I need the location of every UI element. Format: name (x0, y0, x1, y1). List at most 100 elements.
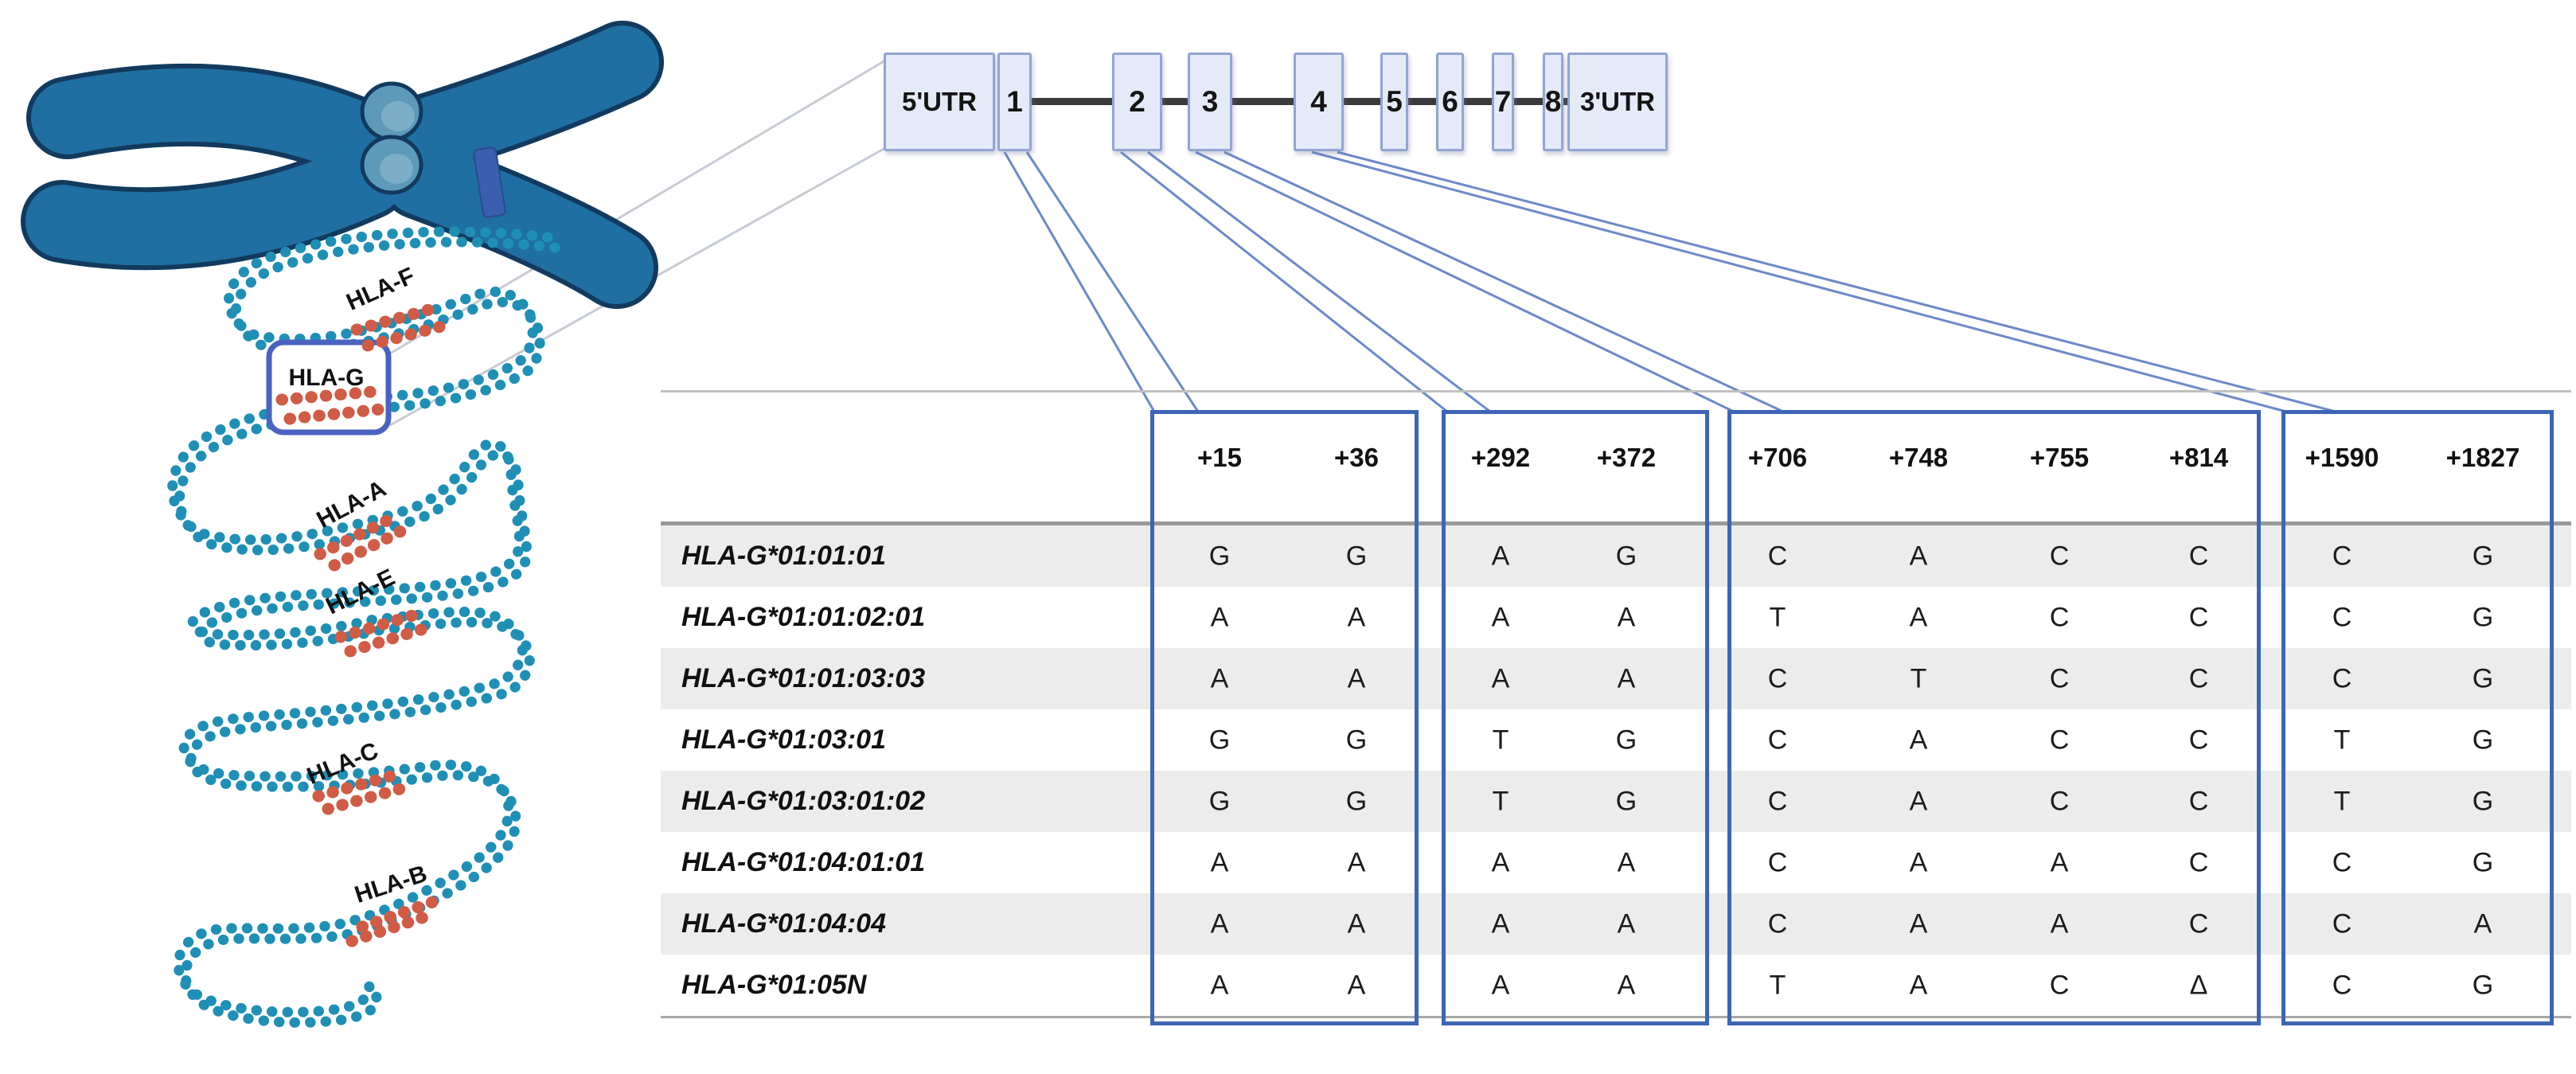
chromosome-arm-upper-right (384, 25, 659, 174)
gene-map: 5'UTR 1 2 3 4 5 6 7 8 3'UTR (884, 53, 1672, 151)
nucleotide-cell: C (2188, 541, 2209, 571)
nucleotide-cell: T (2333, 786, 2351, 816)
nucleotide-cell: C (2049, 724, 2070, 755)
nucleotide-cell: G (2472, 541, 2494, 571)
chromosome (21, 21, 664, 309)
hla-b-red-beads-row2 (345, 908, 440, 947)
nucleotide-cell: A (1347, 847, 1366, 877)
nucleotide-cell: C (2188, 786, 2209, 816)
nucleotide-cell: A (1210, 847, 1229, 877)
nucleotide-cell: A (1210, 602, 1229, 632)
nucleotide-cell: G (2472, 724, 2494, 755)
position-label: +1827 (2445, 443, 2520, 472)
nucleotide-cell: A (1909, 847, 1928, 877)
table-top-rule (661, 390, 2571, 392)
nucleotide-cell: C (2049, 541, 2070, 571)
nucleotide-cell: G (2472, 663, 2494, 693)
nucleotide-cell: A (1909, 602, 1928, 632)
nucleotide-cell: A (1347, 970, 1366, 1000)
connector-exon1-b (1025, 151, 1200, 412)
chromosome-arm-lower-right (384, 142, 654, 304)
hla-e-red-beads-row2 (344, 623, 430, 658)
hla-a-red-beads (314, 511, 400, 560)
chromosome-band (473, 146, 506, 218)
connector-exon2-a (1120, 150, 1448, 413)
hla-g-red-beads-row2 (283, 403, 387, 425)
nucleotide-cell: C (2332, 908, 2352, 939)
nucleotide-cell: A (1909, 908, 1928, 939)
nucleotide-cell: A (2473, 908, 2492, 939)
connector-exon3-b (1224, 150, 1784, 413)
chromosome-arm-upper-left (31, 68, 404, 180)
centromere-highlight-lower (380, 154, 413, 184)
hla-g-label: HLA-G (289, 365, 365, 391)
hla-a-red-beads-row2 (328, 522, 412, 572)
position-label: +15 (1197, 443, 1242, 472)
table-bottom-rule (661, 1016, 2571, 1018)
exon-box-2: 2 (1112, 53, 1162, 151)
hla-f-label: HLA-F (342, 263, 419, 316)
nucleotide-cell: G (1615, 724, 1637, 755)
nucleotide-cell: G (1345, 786, 1368, 816)
allele-name: HLA-G*01:03:01:02 (681, 786, 926, 816)
hla-e-label: HLA-E (322, 564, 399, 620)
nucleotide-cell: A (1617, 970, 1636, 1000)
nucleotide-cell: C (1767, 541, 1788, 571)
nucleotide-cell: A (1909, 724, 1928, 755)
nucleotide-cell: A (1347, 663, 1366, 693)
nucleotide-cell: A (2050, 847, 2069, 877)
connector-exon4-a (1311, 150, 2287, 413)
exon-label: 4 (1310, 85, 1327, 118)
nucleotide-cell: G (1615, 541, 1637, 571)
nucleotide-cell: G (2472, 847, 2494, 877)
nucleotide-cell: C (1767, 908, 1788, 939)
table-header-rule (661, 521, 2571, 525)
allele-row: HLA-G*01:04:04 A A A A C A A C C A (661, 893, 2571, 955)
nucleotide-cell: C (1767, 724, 1788, 755)
position-label: +814 (2168, 443, 2229, 472)
allele-row: HLA-G*01:01:02:01 A A A A T A C C C G (661, 587, 2571, 648)
exon-label: 5 (1386, 85, 1403, 118)
nucleotide-cell: T (1492, 724, 1509, 755)
nucleotide-cell: C (1767, 847, 1788, 877)
exon-connector-lines (1003, 150, 2336, 413)
nucleotide-cell: C (2049, 786, 2070, 816)
table-header-row: +15 +36 +292 +372 +706 +748 +755 +814 +1… (661, 392, 2571, 521)
nucleotide-cell: T (1769, 602, 1786, 632)
variant-table: +15 +36 +292 +372 +706 +748 +755 +814 +1… (661, 390, 2571, 1025)
position-label: +755 (2029, 443, 2090, 472)
nucleotide-cell: T (1492, 786, 1509, 816)
allele-row: HLA-G*01:04:01:01 A A A A C A A C C G (661, 832, 2571, 893)
nucleotide-cell: A (2050, 908, 2069, 939)
exon-box-7: 7 (1492, 53, 1514, 151)
nucleotide-cell: A (1210, 908, 1229, 939)
exon-box-1: 1 (997, 53, 1032, 151)
exon-box-5: 5 (1380, 53, 1408, 151)
allele-row: HLA-G*01:01:01 G G A G C A C C C G (661, 525, 2571, 587)
nucleotide-cell: T (2333, 724, 2351, 755)
nucleotide-cell: C (1767, 663, 1788, 693)
nucleotide-cell: C (2188, 908, 2209, 939)
nucleotide-cell: A (1347, 602, 1366, 632)
exon-label: 2 (1129, 85, 1146, 118)
nucleotide-cell: C (2049, 970, 2070, 1000)
nucleotide-cell: C (2049, 602, 2070, 632)
position-label: +748 (1888, 443, 1949, 472)
allele-name: HLA-G*01:03:01 (681, 724, 886, 755)
nucleotide-cell: G (2472, 602, 2494, 632)
position-label: +292 (1470, 443, 1531, 472)
hla-b-red-beads (356, 892, 451, 933)
nucleotide-cell: Δ (2189, 970, 2208, 1000)
exon-box-3: 3 (1188, 53, 1232, 151)
nucleotide-cell: G (1208, 724, 1231, 755)
nucleotide-cell: C (1767, 786, 1788, 816)
nucleotide-cell: G (2472, 786, 2494, 816)
nucleotide-cell: G (1615, 786, 1637, 816)
hla-c-red-beads-row2 (322, 782, 409, 815)
exon-box-4: 4 (1294, 53, 1344, 151)
exon-label: 3 (1201, 85, 1219, 118)
nucleotide-cell: T (1769, 970, 1786, 1000)
nucleotide-cell: T (1910, 663, 1927, 693)
nucleotide-cell: A (1491, 970, 1510, 1000)
hla-c-red-beads (312, 769, 400, 803)
